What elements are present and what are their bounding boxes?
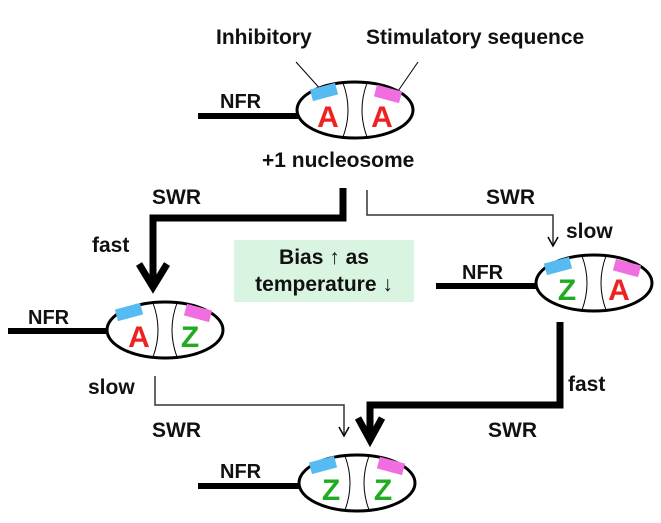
bias-note: Bias ↑ as temperature ↓ <box>234 240 414 302</box>
bias-note-line1: Bias ↑ as <box>279 246 369 269</box>
stimulatory-site <box>612 258 642 278</box>
nfr-label: NFR <box>28 307 70 329</box>
nfr-label: NFR <box>220 91 262 113</box>
fast-label: fast <box>568 373 605 396</box>
nucleosome-mid-left: NFR A Z <box>8 300 225 360</box>
inhibitory-site <box>114 302 144 322</box>
swr-label: SWR <box>152 186 201 209</box>
inhibitory-site <box>309 82 339 102</box>
stimulatory-label: Stimulatory sequence <box>366 26 584 49</box>
nucleosome-bottom: NFR Z Z <box>198 453 417 513</box>
fast-arrow-bottom-right <box>366 322 564 438</box>
nfr-label: NFR <box>462 262 504 284</box>
fast-arrow-top-left <box>149 188 347 285</box>
arrowhead-thick <box>136 262 170 294</box>
slow-label: slow <box>88 376 135 399</box>
stimulatory-site <box>376 456 406 476</box>
slow-label: slow <box>566 220 613 243</box>
plus1-nucleosome-label: +1 nucleosome <box>262 149 414 172</box>
inhibitory-site <box>308 455 338 475</box>
nucleosome-top: NFR A A <box>198 80 415 140</box>
histone-left: A <box>128 321 150 354</box>
histone-right: A <box>371 101 393 134</box>
histone-right: A <box>608 274 630 307</box>
stimulatory-pointer <box>395 61 419 95</box>
stimulatory-site <box>183 303 213 323</box>
nucleosome-mid-right: NFR Z A <box>436 253 654 313</box>
slow-arrow-bottom-left <box>154 376 345 435</box>
arrowhead-thin <box>547 236 559 248</box>
histone-left: Z <box>322 474 340 507</box>
histone-right: Z <box>374 474 392 507</box>
inhibitory-label: Inhibitory <box>216 26 312 49</box>
arrowhead-thick <box>354 416 386 448</box>
swr-label: SWR <box>486 186 535 209</box>
stimulatory-site <box>373 84 403 104</box>
slow-arrow-top-right <box>366 190 554 245</box>
histone-right: Z <box>181 321 199 354</box>
inhibitory-site <box>543 256 573 276</box>
arrowhead-thin <box>338 426 350 438</box>
histone-left: Z <box>558 274 576 307</box>
bias-note-line2: temperature ↓ <box>255 273 393 296</box>
swr-label: SWR <box>488 419 537 442</box>
fast-label: fast <box>92 234 129 257</box>
histone-left: A <box>317 101 339 134</box>
nfr-label: NFR <box>220 461 262 483</box>
swr-label: SWR <box>152 419 201 442</box>
